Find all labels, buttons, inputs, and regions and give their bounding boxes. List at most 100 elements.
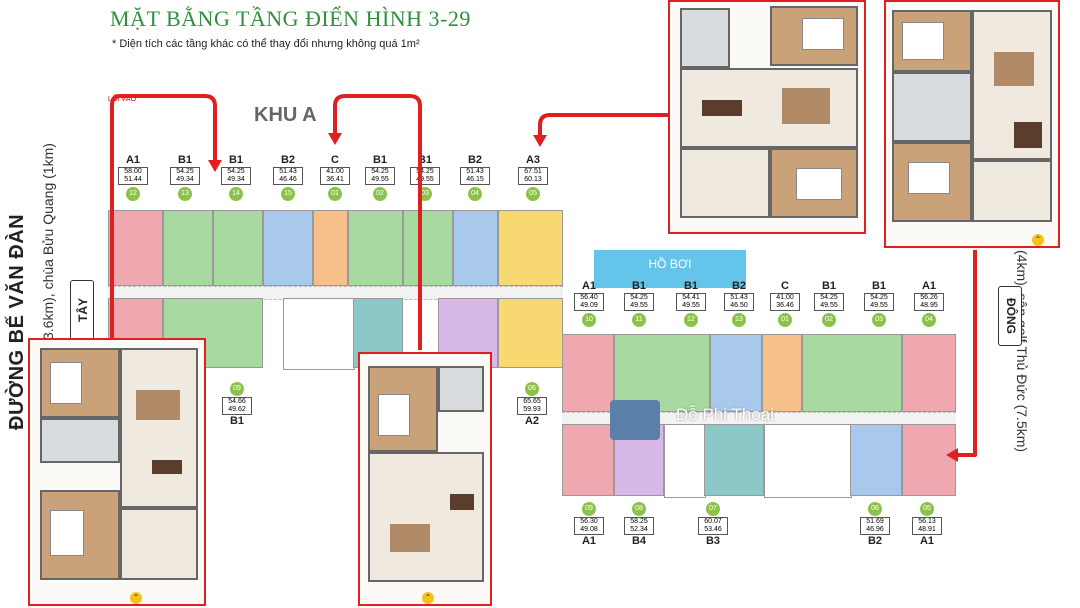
unit-number-badge: 12 [126,187,140,201]
flat-a-14[interactable] [213,210,263,286]
arrow-a14 [110,94,217,350]
living-room-2 [368,452,484,582]
kitchen-1 [120,508,198,580]
flat-a-05[interactable] [498,210,563,286]
unit-number-badge: 14 [229,187,243,201]
watermark-text: Đỗ Phi Thoại [676,405,774,424]
unit-number-badge: 01 [328,187,342,201]
unit-area-gross: 56.26 [920,294,938,301]
expand-icon[interactable]: ⌃ [130,592,142,604]
unit-type: B1 [229,415,245,427]
unit-area-gross: 67.51 [524,168,542,175]
bathroom-4 [892,72,972,142]
flat-b-11-12[interactable] [614,334,710,412]
unit-area-net: 49.55 [870,302,888,309]
unit-area-net: 53.46 [704,526,722,533]
unit-area-net: 46.96 [866,526,884,533]
unit-type: A1 [125,154,141,166]
core-a [283,298,355,370]
flat-b-07[interactable] [704,424,764,496]
flat-b-06[interactable] [850,424,902,496]
flat-b-10[interactable] [562,334,614,412]
flat-a-06[interactable] [498,298,563,368]
flat-a-01[interactable] [313,210,348,286]
core-b1 [664,424,706,498]
flat-b-09[interactable] [562,424,614,496]
unit-number-badge: 06 [868,502,882,516]
bedroom-5 [770,148,858,218]
unit-number-badge: 13 [178,187,192,201]
flat-a-02[interactable] [348,210,403,286]
unit-area-gross: 58.00 [124,168,142,175]
flat-a-13[interactable] [163,210,213,286]
flat-b-04[interactable] [902,334,956,412]
inset-plan-b-middle[interactable]: ⌃ [358,352,492,606]
unit-area-net: 48.91 [918,526,936,533]
unit-type: C [781,280,789,292]
flat-a-03[interactable] [403,210,453,286]
unit-area-gross: 51.43 [279,168,297,175]
block-a-floorplan [108,210,563,370]
unit-type: B1 [871,280,887,292]
flat-a-15[interactable] [263,210,313,286]
flat-a-12[interactable] [108,210,163,286]
arrow-head-b05 [946,448,958,462]
arrow-head-a01 [328,133,342,145]
expand-icon[interactable]: ⌃ [422,592,434,604]
expand-icon[interactable]: ⌃ [1032,234,1044,246]
unit-type: B2 [731,280,747,292]
unit-area-gross: 54.25 [820,294,838,301]
unit-type: C [331,154,339,166]
flat-b-02-03[interactable] [802,334,902,412]
unit-area-net: 49.09 [580,302,598,309]
inset-plan-a3[interactable]: ⌃ [668,0,866,234]
bedroom-7 [892,142,972,222]
flat-b-13[interactable] [710,334,762,412]
arrow-head-a14 [208,160,222,172]
unit-number-badge: 05 [920,502,934,516]
unit-area-net: 51.44 [124,176,142,183]
flat-a-04[interactable] [453,210,498,286]
unit-area-gross: 54.25 [227,168,245,175]
inset-plan-a1-right[interactable]: ⌃ [884,0,1060,248]
inset-plan-a1-left[interactable]: ⌃ [28,338,206,606]
unit-area-gross: 41.00 [776,294,794,301]
unit-area-gross: 54.66 [228,398,246,405]
unit-area-gross: 54.25 [371,168,389,175]
flat-b-05[interactable] [902,424,956,496]
unit-number-badge: 04 [468,187,482,201]
flat-b-01[interactable] [762,334,802,412]
page-title: MẶT BẰNG TẦNG ĐIỂN HÌNH 3-29 [110,6,471,31]
watermark-avatar [610,400,660,440]
